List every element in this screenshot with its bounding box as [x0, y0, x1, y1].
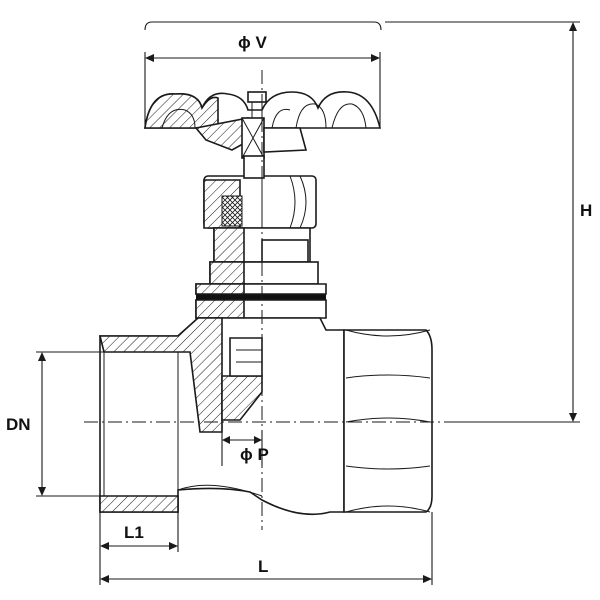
center-lines [84, 70, 448, 530]
label-nominal-diameter: DN [6, 415, 31, 434]
left-socket-section-bottom [99, 495, 179, 513]
left-socket-section-top [98, 317, 223, 433]
seal-ring [196, 294, 326, 300]
valve-body [98, 317, 433, 516]
label-length-l: L [258, 557, 268, 576]
label-diameter-v: ϕ V [238, 33, 267, 52]
dimension-diameter-p: ϕ P [221, 420, 269, 466]
handwheel-section-left [144, 92, 219, 129]
dimension-length-l1: L1 [99, 512, 179, 585]
dimension-length-l: L [100, 512, 433, 585]
right-hex-nut [343, 329, 433, 513]
label-length-l1: L1 [124, 523, 144, 542]
dimension-nominal-diameter: DN [6, 351, 104, 497]
bonnet-assembly [195, 155, 327, 319]
dimension-height: H [385, 21, 592, 423]
handwheel [144, 91, 382, 159]
handwheel-hub-section [194, 117, 251, 151]
dimension-diameter-v: ϕ V [144, 21, 382, 128]
label-height: H [580, 201, 592, 220]
label-diameter-p: ϕ P [240, 445, 269, 464]
